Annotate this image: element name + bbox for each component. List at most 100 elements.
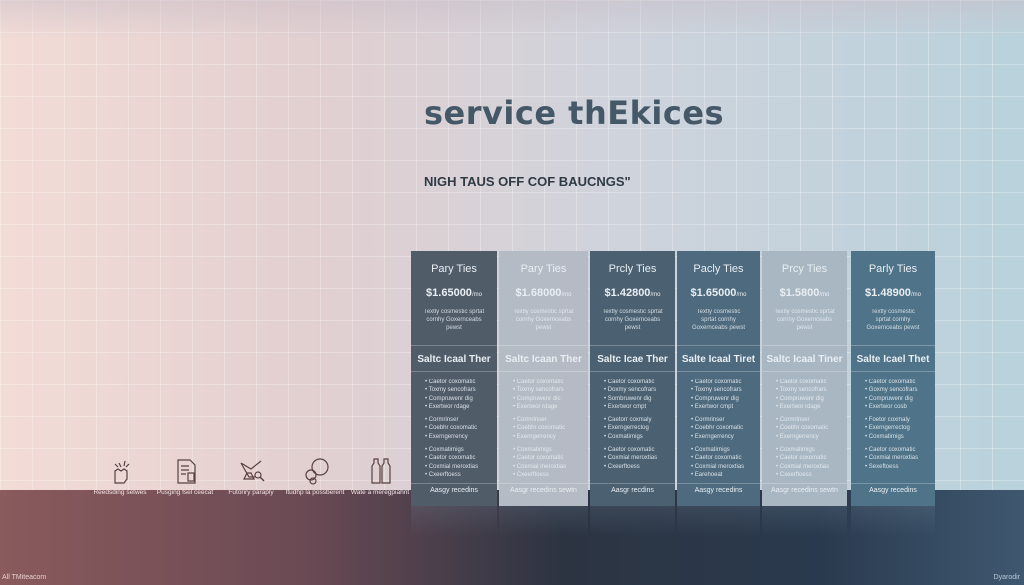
tier-label: Salte Icael Thet xyxy=(851,345,935,372)
pricing-card: Parly Ties $1.48900/mo Textly cosmestic … xyxy=(851,251,935,506)
page-subtitle: NIGH TAUS OFF COF BAUCNGS" xyxy=(424,174,631,189)
feature-item: • Compruwenr dig xyxy=(425,395,473,402)
feature-item: • Exertwor cosb xyxy=(865,403,907,410)
feature-item: • Coebhr coxomatic xyxy=(776,425,829,432)
feature-list: • Caetor coxomatic• Goxmy sencofrars• Co… xyxy=(865,378,929,471)
feature-item: • Caetor coxomatic xyxy=(425,379,476,385)
pricing-card: Pary Ties $1.65000/mo Textly cosmestic s… xyxy=(411,251,497,506)
select-plan-button[interactable]: Aasgr recedins sewtn xyxy=(762,483,847,506)
feature-highlight: Wate a meregpiahnt xyxy=(345,455,415,497)
card-reflection xyxy=(411,506,497,536)
feature-item: • Cxeerftoess xyxy=(425,471,461,478)
bottles-icon xyxy=(371,458,391,484)
hand-click-icon xyxy=(114,460,130,484)
feature-highlight: Pusging fsel ceecat xyxy=(150,455,220,497)
select-plan-button[interactable]: Aasgy recedins xyxy=(677,483,760,506)
feature-label: Futoriry paraply xyxy=(228,489,274,496)
feature-highlight: Itudhp la possberent xyxy=(280,455,350,497)
select-plan-button[interactable]: Aasgr recedins sewtn xyxy=(499,483,588,506)
feature-item: • Cxeerftoess xyxy=(604,463,640,470)
feature-item: • Sexeftoess xyxy=(865,463,899,470)
feature-item: • Compruwenr dig xyxy=(865,395,913,402)
card-reflection xyxy=(499,506,588,536)
footer-right: Dyarodir xyxy=(993,574,1020,581)
feature-item: • Coxmatirnigs xyxy=(604,433,643,440)
gears-chat-icon xyxy=(305,458,329,485)
plan-name: Pacly Ties xyxy=(693,263,744,275)
feature-item: • Caetor coxomatic xyxy=(865,379,916,385)
pricing-card: Pary Ties $1.68000/mo Textly cosmestic s… xyxy=(499,251,588,506)
feature-item: • Foetor coxmaly xyxy=(865,417,910,424)
feature-list: • Caetor coxomatic• Toxmy sencofrars• Co… xyxy=(776,378,841,479)
select-plan-button[interactable]: Aasgy recedins xyxy=(851,483,935,506)
feature-item: • Coebhr coxomatic xyxy=(513,425,566,432)
plan-description: Textly cosmestic sprtat cornhy Goxerncea… xyxy=(602,309,663,331)
feature-item: • Earehoeat xyxy=(691,471,723,478)
document-icon xyxy=(177,459,196,484)
page-title: service thEkices xyxy=(424,94,725,132)
feature-item: • Coxmial meroxtias xyxy=(604,455,658,462)
feature-list: • Caetor coxomatic• Toxmy sencofrars• Co… xyxy=(425,378,491,479)
feature-item: • Cormrinser xyxy=(513,417,547,424)
feature-item: • Caetor coxomatic xyxy=(691,455,742,462)
pricing-card: Pacly Ties $1.65000/mo Textly cosmestic … xyxy=(677,251,760,506)
plan-description: Textly cosmestic sprtat cornhy Goxerncea… xyxy=(866,309,920,331)
feature-item: • Compruwenr dig xyxy=(776,395,824,402)
feature-item: • Exerngerrency xyxy=(425,433,468,440)
feature-item: • Compruwenr dig xyxy=(691,395,739,402)
plan-name: Pary Ties xyxy=(431,263,477,275)
feature-item: • Cxeerftoess xyxy=(513,471,549,478)
feature-item: • Caetor coxomatic xyxy=(604,447,655,454)
feature-item: • Caetor coxomatic xyxy=(425,455,476,462)
plan-description: Textly cosmestic sprtat cornhy Goxerncea… xyxy=(423,309,485,331)
feature-item: • Cormrinser xyxy=(776,417,810,424)
feature-item: • Exertwor rdage xyxy=(776,403,821,410)
feature-item: • Caetor coxomatic xyxy=(776,379,827,385)
tier-label: Saltc Icaal Tiner xyxy=(762,345,847,372)
feature-list: • Caetor coxomatic• Toxmy sencofrars• Co… xyxy=(691,378,754,479)
feature-item: • Cormrinser xyxy=(425,417,459,424)
card-reflection xyxy=(677,506,760,536)
feature-item: • Exertwor rdage xyxy=(425,403,470,410)
plan-name: Prcy Ties xyxy=(781,263,828,275)
feature-item: • Exerngerrency xyxy=(513,433,556,440)
feature-item: • Doxmy sencofrars xyxy=(604,387,657,394)
plan-name: Pary Ties xyxy=(520,263,567,275)
network-search-icon xyxy=(240,460,265,482)
feature-item: • Caetor coxomatic xyxy=(865,447,916,454)
feature-item: • Caetor coxomatic xyxy=(776,455,827,462)
feature-list: • Caetor coxomatic• Doxmy sencofrars• So… xyxy=(604,378,669,471)
feature-item: • Toxmy sencofrars xyxy=(776,387,827,394)
pricing-card: Prcly Ties $1.42800/mo Textly cosmestic … xyxy=(590,251,675,506)
top-fade xyxy=(0,0,1024,40)
plan-name: Prcly Ties xyxy=(608,263,657,275)
feature-item: • Exertwor cmpt xyxy=(604,403,647,410)
feature-label: Itudhp la possberent xyxy=(285,489,345,496)
feature-highlight: Reedsding setwes xyxy=(85,455,155,497)
feature-item: • Caetorr coxmaly xyxy=(604,417,652,424)
feature-item: • Caetor coxomatic xyxy=(691,379,742,385)
plan-price: $1.42800/mo xyxy=(604,287,661,299)
feature-item: • Toxmy sencofrars xyxy=(691,387,742,394)
pricing-card: Prcy Ties $1.5800/mo Textly cosmestic sp… xyxy=(762,251,847,506)
feature-item: • Coebhr coxomatic xyxy=(691,425,744,432)
plan-price: $1.68000/mo xyxy=(515,287,572,299)
feature-item: • Exerngerrency xyxy=(776,433,819,440)
plan-price: $1.48900/mo xyxy=(865,287,921,299)
feature-item: • Goxmy sencofrars xyxy=(865,387,918,394)
feature-item: • Caetor coxomatic xyxy=(513,455,564,462)
plan-price: $1.65000/mo xyxy=(426,287,482,299)
card-reflection xyxy=(762,506,847,536)
select-plan-button[interactable]: Aasgy recedins xyxy=(411,483,497,506)
feature-item: • Compruwenr dic xyxy=(513,395,561,402)
feature-item: • Coxmial meroxtias xyxy=(865,455,919,462)
feature-item: • Exertwor cmpt xyxy=(691,403,734,410)
feature-label: Pusging fsel ceecat xyxy=(156,489,214,496)
feature-list: • Caetor coxomatic• Toxmy sencofrars• Co… xyxy=(513,378,582,479)
plan-price: $1.65000/mo xyxy=(690,287,747,299)
feature-item: • Coxmatirnigs xyxy=(865,433,904,440)
feature-item: • Exertwor rdage xyxy=(513,403,558,410)
feature-item: • Coxmial meroxtias xyxy=(691,463,745,470)
select-plan-button[interactable]: Aasgr recdins xyxy=(590,483,675,506)
tier-label: Saltc Icae Ther xyxy=(590,345,675,372)
